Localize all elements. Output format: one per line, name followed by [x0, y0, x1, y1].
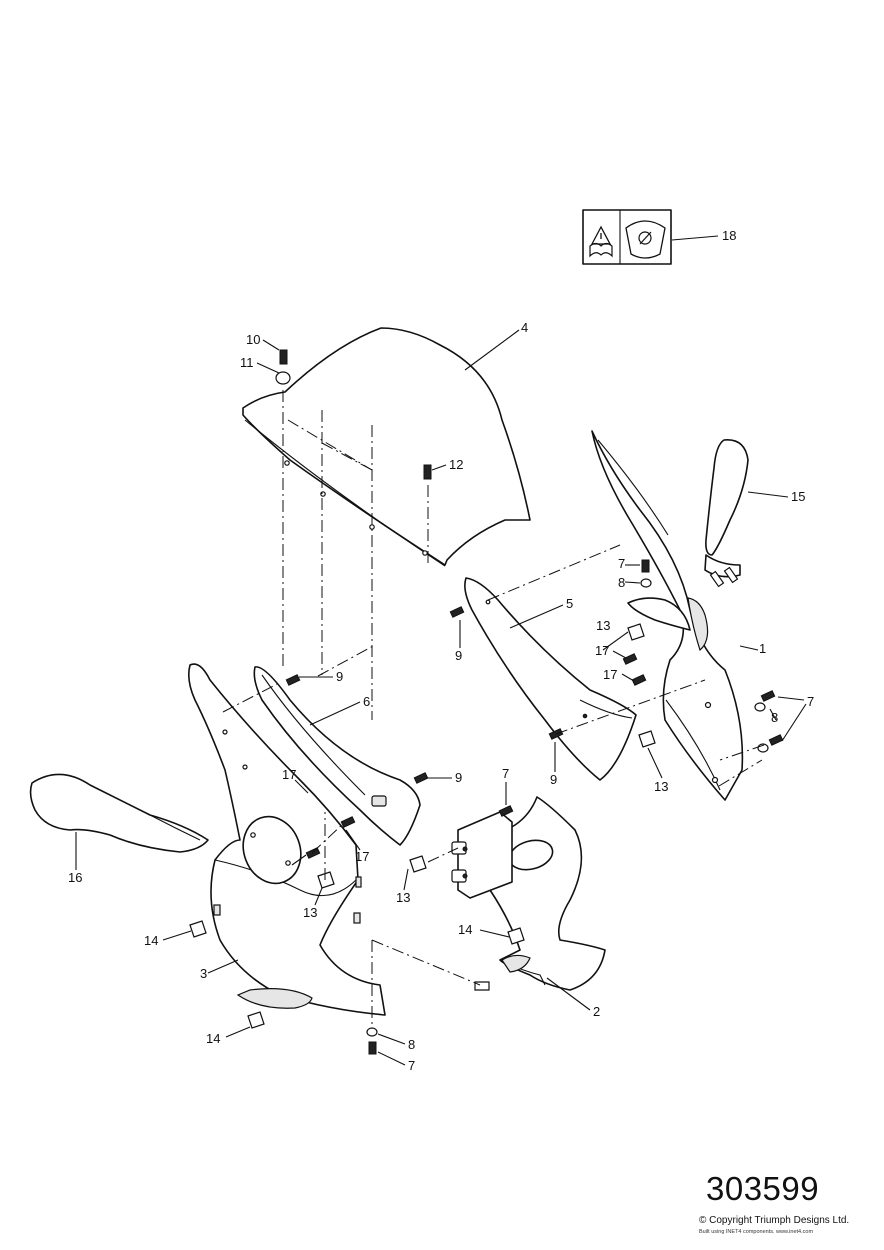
assembly-lines — [222, 390, 765, 1025]
credit-note: Built using INET4 components. www.inet4.… — [699, 1229, 814, 1235]
callout-17: 17 — [603, 667, 617, 682]
right-mirror-part — [704, 439, 749, 588]
leader-lines — [75, 235, 807, 1066]
callout-7: 7 — [807, 694, 814, 709]
left-inner-panel-part — [253, 666, 421, 846]
callout-14: 14 — [206, 1031, 220, 1046]
callout-9: 9 — [550, 772, 557, 787]
left-mirror-part — [29, 773, 209, 853]
callout-13: 13 — [596, 618, 610, 633]
callout-9: 9 — [455, 770, 462, 785]
callout-16: 16 — [68, 870, 82, 885]
callout-8: 8 — [408, 1037, 415, 1052]
left-side-panel-part — [188, 663, 386, 1016]
clip-13-part — [627, 623, 645, 641]
screw-9-part — [449, 606, 465, 618]
callout-8: 8 — [771, 710, 778, 725]
lower-fairing-part — [451, 796, 606, 991]
callout-14: 14 — [144, 933, 158, 948]
callout-13: 13 — [654, 779, 668, 794]
callout-11: 11 — [240, 355, 254, 370]
diagram-reference-number: 303599 — [706, 1170, 820, 1207]
callout-17: 17 — [355, 849, 369, 864]
callout-13: 13 — [396, 890, 410, 905]
callout-5: 5 — [566, 596, 573, 611]
manual-book-icon — [589, 242, 613, 258]
callout-9: 9 — [455, 648, 462, 663]
grommet-11-part — [275, 371, 291, 385]
hardware-fasteners — [189, 349, 784, 1055]
callout-1: 1 — [759, 641, 766, 656]
bolt-7-part — [641, 559, 650, 573]
warning-triangle-icon — [590, 225, 612, 245]
callout-labels: 1 2 3 4 5 6 7 7 7 7 8 8 8 9 9 9 9 10 11 … — [68, 228, 814, 1073]
callout-17: 17 — [282, 767, 296, 782]
callout-8: 8 — [618, 575, 625, 590]
callout-7: 7 — [408, 1058, 415, 1073]
screw-12-part — [423, 464, 432, 480]
callout-14: 14 — [458, 922, 472, 937]
right-inner-panel-part — [464, 577, 637, 781]
callout-15: 15 — [791, 489, 805, 504]
bolt-10-part — [279, 349, 288, 365]
warning-label-part — [582, 209, 672, 265]
callout-18: 18 — [722, 228, 736, 243]
copyright-notice: © Copyright Triumph Designs Ltd. — [699, 1215, 850, 1226]
callout-2: 2 — [593, 1004, 600, 1019]
callout-3: 3 — [200, 966, 207, 981]
callout-13: 13 — [303, 905, 317, 920]
callout-4: 4 — [521, 320, 528, 335]
callout-6: 6 — [363, 694, 370, 709]
callout-7: 7 — [618, 556, 625, 571]
screen-cleaning-icon — [625, 220, 666, 259]
callout-9: 9 — [336, 669, 343, 684]
callout-12: 12 — [449, 457, 463, 472]
right-side-panel-part — [591, 430, 744, 801]
clip-14-part — [189, 920, 207, 938]
callout-10: 10 — [246, 332, 260, 347]
washer-8-part — [640, 578, 652, 588]
screw-17-part — [622, 653, 638, 665]
callout-7: 7 — [502, 766, 509, 781]
callout-17: 17 — [595, 643, 609, 658]
